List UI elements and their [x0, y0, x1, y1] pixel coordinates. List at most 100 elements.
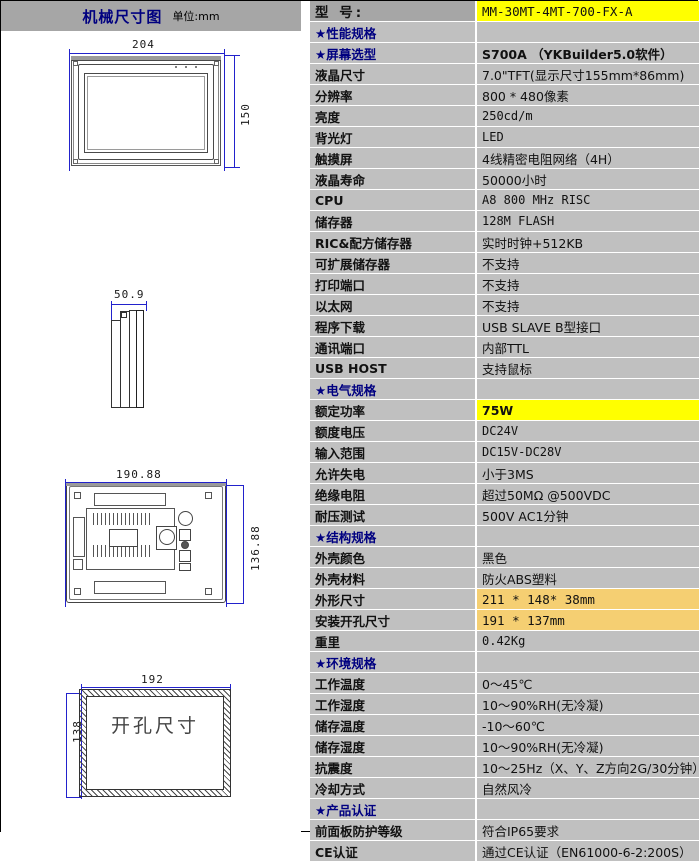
- spec-key-cell: 外壳颜色: [310, 546, 477, 568]
- front-corner-mark-tr: [214, 61, 219, 66]
- spec-key-cell: 额定功率: [310, 399, 477, 421]
- table-row: 外壳颜色黑色: [310, 546, 699, 568]
- drawing-panel-title: 机械尺寸图: [82, 7, 163, 26]
- table-row: ★电气规格: [310, 378, 699, 400]
- spec-value-cell: 不支持: [476, 273, 699, 295]
- cutout-width-dim-line: [81, 687, 231, 688]
- rear-height-dim-line: [243, 485, 244, 603]
- spec-key-cell: 允许失电: [310, 462, 477, 484]
- front-view-width-dimension: 204: [132, 38, 155, 51]
- spec-key-cell: 触摸屏: [310, 147, 477, 169]
- spec-value-cell: 75W: [476, 399, 699, 421]
- drawing-panel-unit: 单位:mm: [172, 10, 220, 23]
- front-width-ext-left: [69, 49, 70, 171]
- drawings-area: 204 150 50.9: [1, 31, 301, 833]
- spec-value-cell: [476, 21, 699, 43]
- cutout-height-ext-top: [66, 693, 82, 694]
- spec-key-cell: 冷却方式: [310, 777, 477, 799]
- front-width-ext-right: [224, 49, 225, 171]
- side-depth-ext-left: [111, 301, 112, 323]
- spec-value-cell: DC24V: [476, 420, 699, 442]
- cutout-height-dim-line: [66, 693, 67, 797]
- spec-key-cell: 工作温度: [310, 672, 477, 694]
- table-row: 打印端口不支持: [310, 273, 699, 295]
- spec-key-cell: CE认证: [310, 840, 477, 862]
- spec-key-cell: RIC&配方储存器: [310, 231, 477, 253]
- spec-value-cell: 符合IP65要求: [476, 819, 699, 841]
- spec-value-cell: 实时时钟+512KB: [476, 231, 699, 253]
- spec-value-cell: [476, 525, 699, 547]
- model-label-cell: 型 号:: [310, 1, 477, 22]
- table-row: 储存温度-10～60℃: [310, 714, 699, 736]
- rear-view-width-dimension: 190.88: [116, 468, 162, 481]
- side-view-drawing: [111, 306, 146, 408]
- rear-height-ext-bottom: [227, 603, 244, 604]
- cutout-label: 开孔尺寸: [110, 715, 199, 737]
- rear-width-ext-left: [65, 479, 66, 607]
- table-row: 冷却方式自然风冷: [310, 777, 699, 799]
- spec-key-cell: 抗震度: [310, 756, 477, 778]
- table-row: 可扩展储存器不支持: [310, 252, 699, 274]
- spec-key-cell: 重里: [310, 630, 477, 652]
- spec-value-cell: 0.42Kg: [476, 630, 699, 652]
- rear-view-height-dimension: 136.88: [249, 525, 262, 571]
- rear-screw-tl: [74, 492, 81, 499]
- cutout-opening: [86, 696, 224, 790]
- rear-top-strip: [66, 483, 226, 486]
- spec-key-cell: 额度电压: [310, 420, 477, 442]
- spec-key-cell: ★性能规格: [310, 21, 477, 43]
- rear-screw-bl: [74, 588, 81, 595]
- spec-value-cell: 800 * 480像素: [476, 84, 699, 106]
- front-screen-border: [84, 73, 208, 153]
- rear-round-hole: [178, 511, 193, 526]
- spec-key-cell: 程序下载: [310, 315, 477, 337]
- front-corner-mark-br: [214, 159, 219, 164]
- spec-value-cell: 191 * 137mm: [476, 609, 699, 631]
- spec-key-cell: 储存器: [310, 210, 477, 232]
- spec-key-cell: 安装开孔尺寸: [310, 609, 477, 631]
- spec-key-cell: 外形尺寸: [310, 588, 477, 610]
- spec-key-cell: 储存湿度: [310, 735, 477, 757]
- rear-width-ext-right: [226, 479, 227, 607]
- spec-key-cell: 前面板防护等级: [310, 819, 477, 841]
- front-height-ext-bottom: [224, 167, 240, 168]
- spec-key-cell: 工作湿度: [310, 693, 477, 715]
- rear-screw-br: [205, 588, 212, 595]
- spec-value-cell: 250cd/m: [476, 105, 699, 127]
- rear-shell-inner: [69, 486, 223, 600]
- front-led-indicators: [175, 66, 197, 68]
- spec-value-cell: 自然风冷: [476, 777, 699, 799]
- rear-vent-top: [93, 513, 153, 525]
- rear-square-port-1: [179, 529, 191, 541]
- spec-key-cell: CPU: [310, 189, 477, 211]
- spec-value-cell: 防火ABS塑料: [476, 567, 699, 589]
- spec-key-cell: ★环境规格: [310, 651, 477, 673]
- side-connector-nub: [121, 312, 127, 318]
- cutout-width-dimension: 192: [141, 673, 164, 686]
- spec-value-cell: 128M FLASH: [476, 210, 699, 232]
- spec-value-cell: 不支持: [476, 252, 699, 274]
- spec-key-cell: 亮度: [310, 105, 477, 127]
- rear-square-port-3: [179, 563, 191, 571]
- table-row: ★产品认证: [310, 798, 699, 820]
- spec-value-cell: S700A （YKBuilder5.0软件）: [476, 42, 699, 64]
- side-view-depth-dimension: 50.9: [114, 288, 145, 301]
- table-row: 以太网不支持: [310, 294, 699, 316]
- spec-key-cell: 液晶尺寸: [310, 63, 477, 85]
